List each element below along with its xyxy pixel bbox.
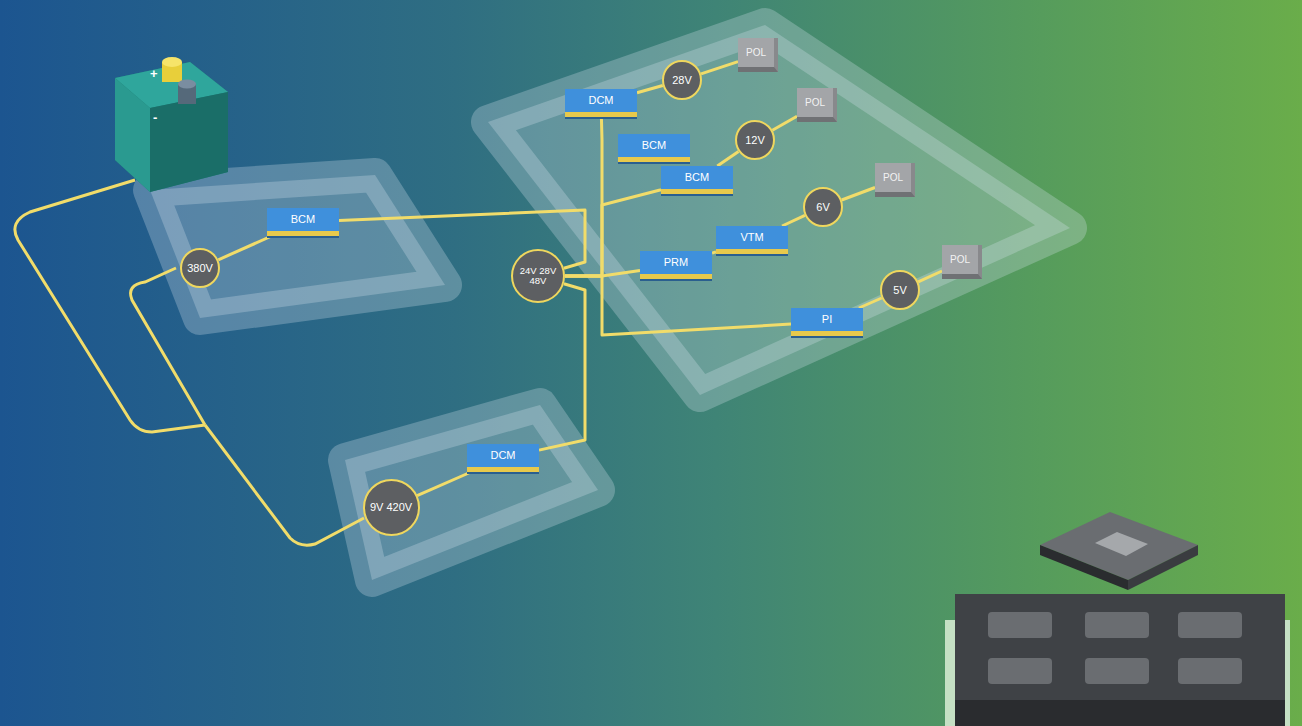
wire (918, 271, 942, 282)
module-box: VTM (716, 226, 788, 254)
node-text: VTM (740, 231, 763, 243)
wire (859, 298, 882, 308)
voltage-circle: 5V (880, 270, 920, 310)
node-text: DCM (588, 94, 613, 106)
node-text: BCM (685, 171, 709, 183)
wire (637, 86, 663, 93)
pol-block: POL (738, 38, 778, 72)
module-box: PRM (640, 251, 712, 279)
voltage-circle: 28V (662, 60, 702, 100)
pol-block: POL (942, 245, 982, 279)
battery-sign: + (150, 66, 158, 81)
node-text: BCM (291, 213, 315, 225)
voltage-circle: 12V (735, 120, 775, 160)
node-text: 380V (187, 262, 213, 274)
wire (772, 116, 797, 130)
node-text: 6V (816, 201, 829, 213)
module-box: BCM (661, 166, 733, 194)
pol-block: POL (875, 163, 915, 197)
node-text: 5V (893, 284, 906, 296)
wire (539, 284, 585, 450)
battery-sign: - (153, 110, 157, 125)
node-text: POL (746, 47, 766, 58)
panels (150, 25, 1070, 580)
node-text: POL (883, 172, 903, 183)
module-box: DCM (467, 444, 539, 472)
battery (115, 57, 228, 192)
voltage-circle: 9V 420V (363, 479, 420, 536)
voltage-circle: 380V (180, 248, 220, 288)
voltage-circle: 24V 28V 48V (511, 249, 565, 303)
node-text: 12V (745, 134, 765, 146)
node-text: 28V (672, 74, 692, 86)
node-text: 24V 28V 48V (518, 266, 558, 287)
node-text: PRM (664, 256, 688, 268)
module-box: BCM (618, 134, 690, 162)
module-box: DCM (565, 89, 637, 117)
chip-illustration (945, 512, 1290, 726)
node-text: 9V 420V (370, 501, 412, 513)
wire (701, 62, 738, 74)
wire (565, 117, 602, 276)
module-box: BCM (267, 208, 339, 236)
node-text: PI (822, 313, 832, 325)
node-text: BCM (642, 139, 666, 151)
wire (782, 215, 805, 226)
wire (842, 188, 875, 201)
wire (717, 151, 738, 166)
wire (565, 276, 791, 335)
wire (417, 472, 471, 496)
voltage-circle: 6V (803, 187, 843, 227)
module-box: PI (791, 308, 863, 336)
wire (218, 236, 271, 260)
node-text: DCM (490, 449, 515, 461)
battery-wires (15, 180, 364, 545)
node-text: POL (950, 254, 970, 265)
node-text: POL (805, 97, 825, 108)
pol-block: POL (797, 88, 837, 122)
